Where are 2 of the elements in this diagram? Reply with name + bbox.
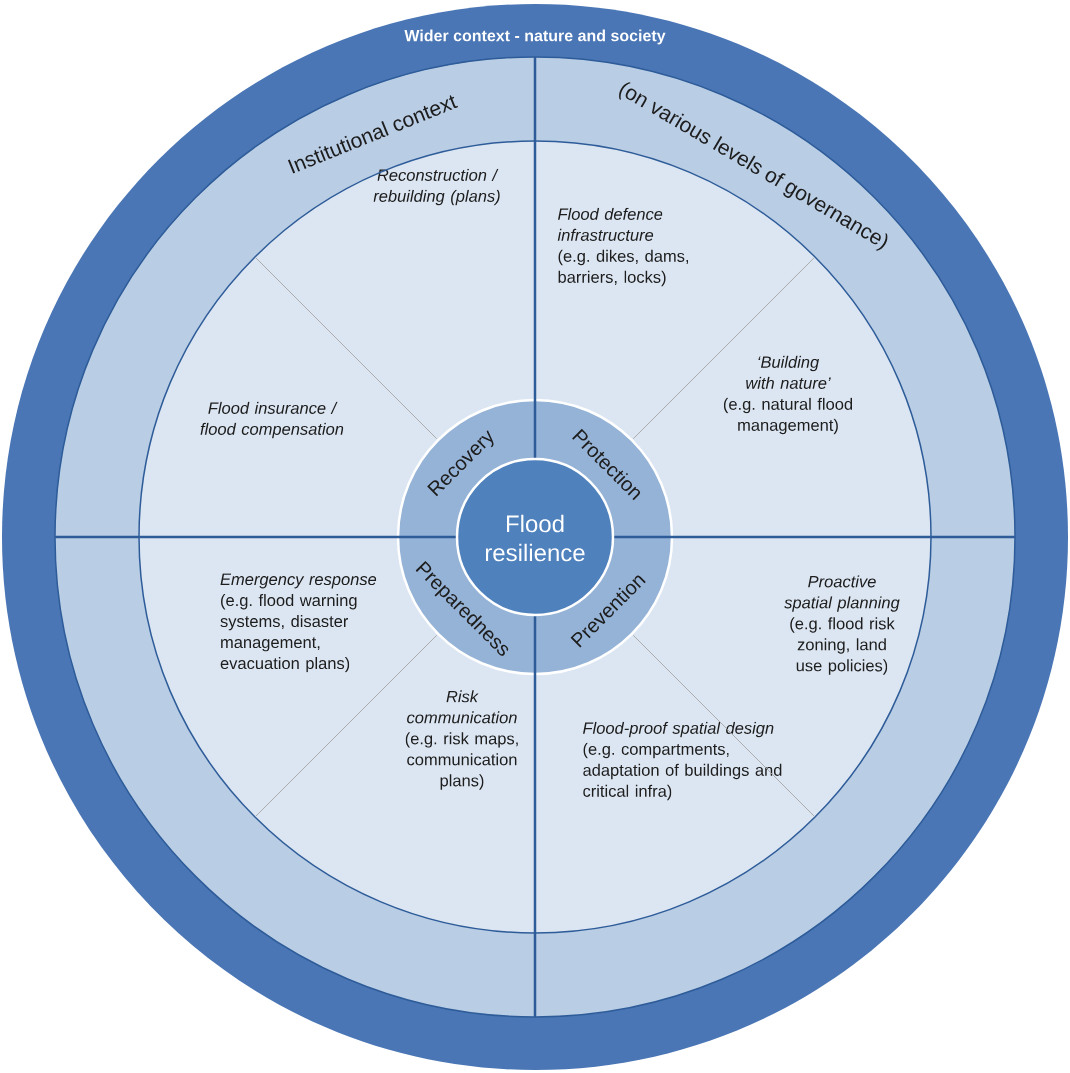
node-label: Proactive spatial planning	[784, 575, 900, 612]
node-label: Flood defence infrastructure	[557, 207, 663, 241]
